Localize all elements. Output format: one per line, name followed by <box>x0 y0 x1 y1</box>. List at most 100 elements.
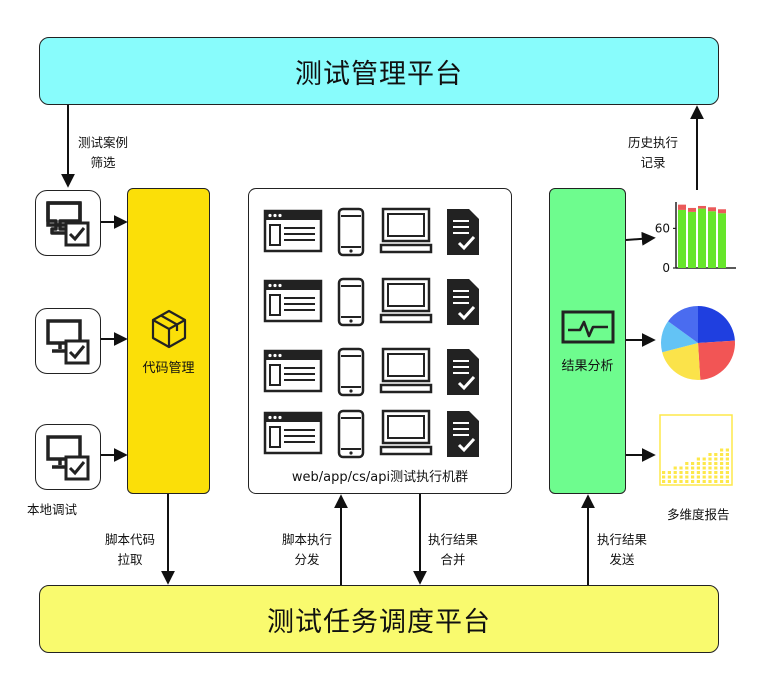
phone-icon <box>337 277 365 327</box>
document-check-icon <box>447 349 479 395</box>
dot <box>685 480 689 483</box>
bar <box>708 211 716 268</box>
test-task-scheduling-platform-title: 测试任务调度平台 <box>267 606 491 638</box>
dot <box>673 471 677 474</box>
dot <box>725 480 729 483</box>
dot <box>696 480 700 483</box>
bar <box>678 209 686 268</box>
dot <box>708 453 712 456</box>
dot <box>714 466 718 470</box>
bar-cap <box>718 209 726 214</box>
dot <box>685 462 689 465</box>
flow-label-pull-code: 脚本代码拉取 <box>105 532 156 567</box>
test-task-scheduling-platform: 测试任务调度平台 <box>39 585 719 653</box>
dot <box>720 453 724 456</box>
bar-tick-label: 0 <box>662 261 670 275</box>
mini-dot-chart <box>659 414 733 486</box>
device-grid <box>263 207 479 459</box>
dot <box>714 453 718 456</box>
laptop-icon <box>379 347 433 394</box>
laptop-icon <box>379 409 433 456</box>
cube-icon <box>151 309 186 348</box>
code-management-box: 代码管理 <box>127 188 210 494</box>
dot <box>708 462 712 465</box>
local-station-2 <box>35 308 101 374</box>
dot <box>691 462 695 465</box>
dot <box>725 453 729 456</box>
dot <box>679 475 683 479</box>
dot <box>714 457 718 461</box>
document-check-icon <box>447 209 479 255</box>
dot <box>720 466 724 470</box>
dot <box>673 480 677 483</box>
dot <box>696 462 700 465</box>
dot <box>714 462 718 465</box>
dot <box>708 457 712 461</box>
dot <box>679 471 683 474</box>
dot <box>725 462 729 465</box>
browser-icon <box>263 411 323 455</box>
dot <box>702 480 706 483</box>
bar <box>698 208 706 268</box>
dot <box>714 475 718 479</box>
laptop-icon <box>379 277 433 324</box>
multi-report-label: 多维度报告 <box>667 507 730 522</box>
execution-cluster-label: web/app/cs/api测试执行机群 <box>291 470 469 485</box>
test-management-platform-title: 测试管理平台 <box>295 58 463 90</box>
flow-label-merge: 执行结果合并 <box>428 532 479 567</box>
flow-label-dispatch: 脚本执行分发 <box>282 532 333 567</box>
dot <box>702 471 706 474</box>
dot <box>708 475 712 479</box>
dot <box>685 475 689 479</box>
result-analysis-label: 结果分析 <box>561 358 614 374</box>
dot <box>662 475 666 479</box>
local-debug-label: 本地调试 <box>27 502 78 517</box>
dot <box>725 466 729 470</box>
dot <box>702 475 706 479</box>
bar <box>688 211 696 268</box>
dot <box>662 480 666 483</box>
mini-bar-chart: 0 60 <box>655 202 736 275</box>
bar-cap <box>708 207 716 212</box>
dot <box>667 475 671 479</box>
flow-label-case-filter: 测试案例筛选 <box>78 135 129 170</box>
result-analysis-box: 结果分析 <box>549 188 626 494</box>
local-station-1 <box>35 190 101 256</box>
bar-cap <box>698 205 706 209</box>
dot <box>708 471 712 474</box>
dot <box>725 471 729 474</box>
phone-icon <box>337 207 365 257</box>
dot <box>720 457 724 461</box>
dot <box>662 471 666 474</box>
document-check-icon <box>447 279 479 325</box>
dot <box>696 457 700 461</box>
dot <box>696 466 700 470</box>
pie-slice <box>698 306 735 343</box>
browser-icon <box>263 349 323 393</box>
pie-slice <box>668 306 698 343</box>
browser-icon <box>263 279 323 323</box>
monitor-check-icon <box>46 201 90 247</box>
monitor-check-icon <box>46 319 90 365</box>
dot <box>679 466 683 470</box>
dot <box>691 475 695 479</box>
dot <box>673 466 677 470</box>
dot <box>691 466 695 470</box>
dot <box>667 471 671 474</box>
bar-tick-label: 60 <box>655 221 670 235</box>
phone-icon <box>337 409 365 459</box>
arrow-to-bar <box>625 231 656 246</box>
dot <box>702 466 706 470</box>
dot <box>691 471 695 474</box>
flow-label-history: 历史执行记录 <box>628 135 679 170</box>
dot <box>725 448 729 452</box>
dot <box>725 457 729 461</box>
local-station-3 <box>35 424 101 490</box>
dot <box>725 475 729 479</box>
bar-cap <box>688 207 696 212</box>
dot-chart-frame <box>659 414 733 486</box>
bar <box>718 213 726 268</box>
dot <box>667 480 671 483</box>
dot <box>714 471 718 474</box>
